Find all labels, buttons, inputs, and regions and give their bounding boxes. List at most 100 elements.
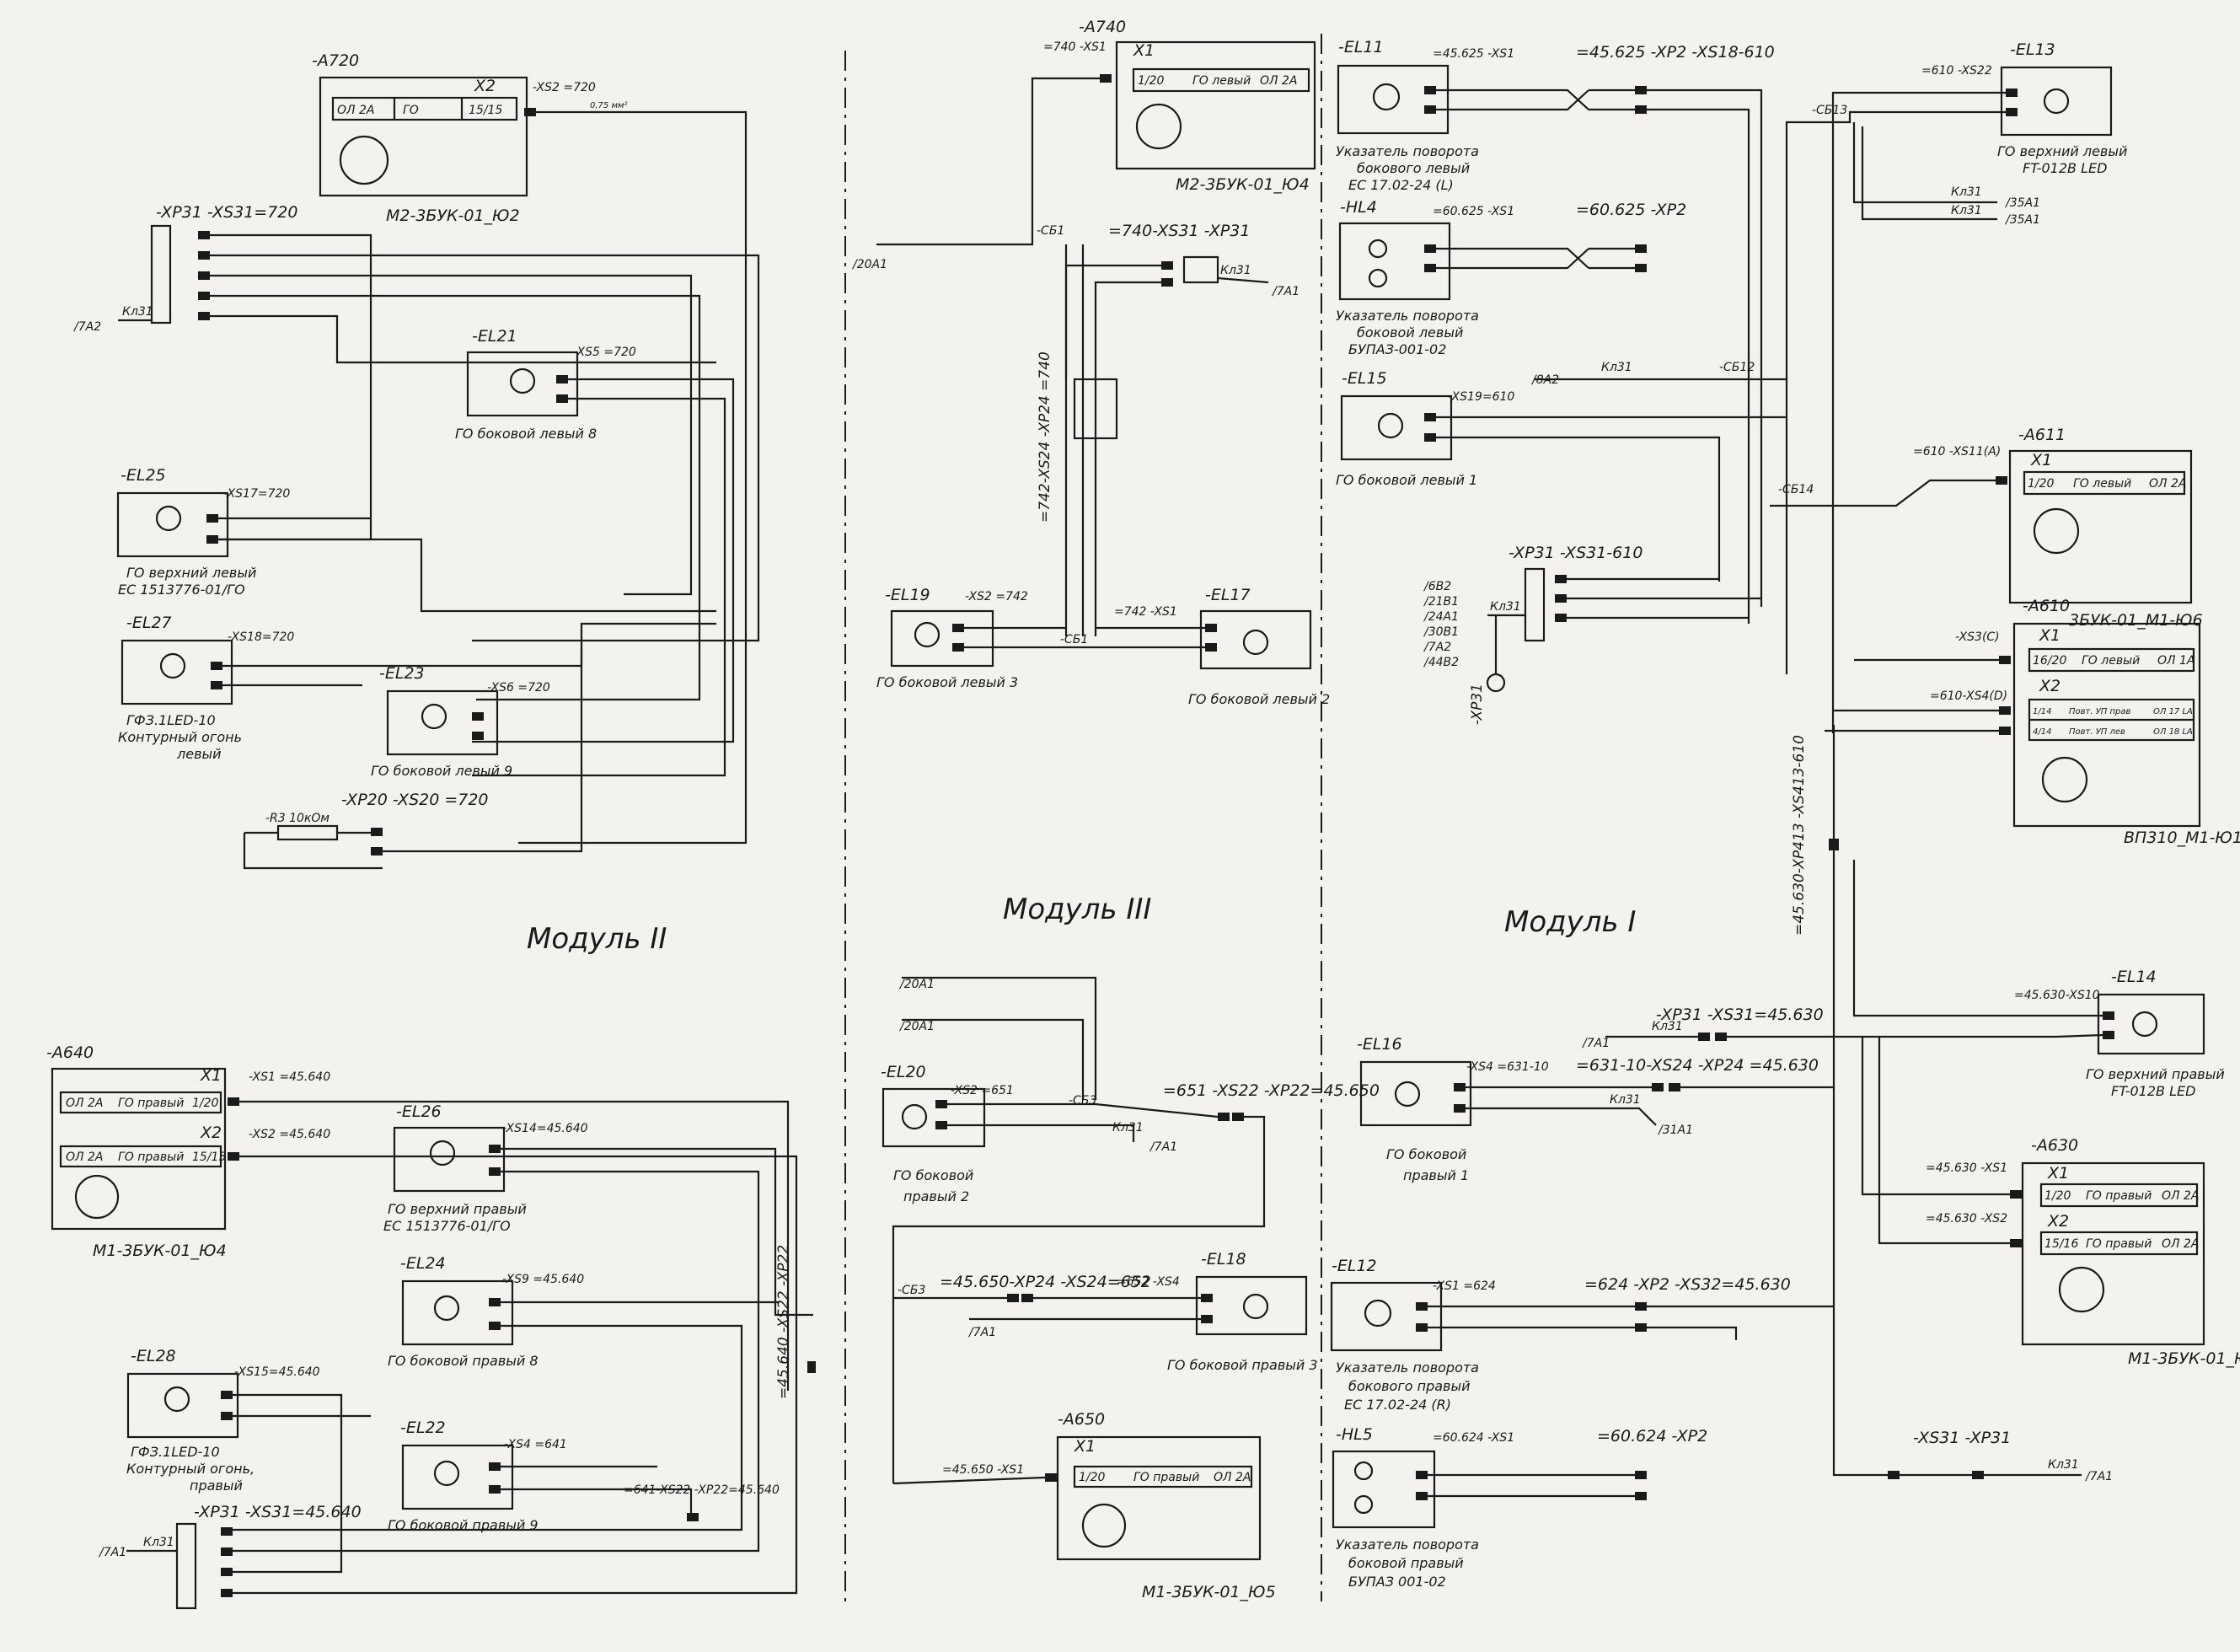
wire-label: 0,75 мм² — [590, 101, 628, 110]
connector-xp31-m2: -XP31 -XS31=720 Кл31 /7A2 — [72, 203, 298, 334]
lamp-el19: -EL19 -XS2 =742 ГО боковой левый 3 — [876, 586, 1028, 690]
lamp-caption: бокового левый — [1357, 160, 1470, 176]
unit-name: -A610 — [2023, 597, 2070, 615]
field: OЛ 2A — [337, 104, 374, 117]
conn-label: -CБ14 — [1778, 483, 1814, 496]
field: 1/20 — [192, 1097, 219, 1110]
unit-name: -A640 — [46, 1043, 94, 1062]
field: ГО левый — [1192, 74, 1251, 88]
plug-label: -XS3(C) — [1955, 630, 2000, 644]
lamp-caption: БУПАЗ-001-02 — [1348, 341, 1446, 357]
field: ГО левый — [2082, 654, 2140, 668]
conn-label: =631-10-XS24 -XP24 =45.630 — [1576, 1056, 1819, 1075]
kl31: Кл31 — [122, 305, 153, 319]
unit-model: M2-3БУК-01_Ю4 — [1176, 175, 1310, 194]
plug-label: -XS17=720 — [223, 487, 290, 501]
terminal: /35A1 — [2004, 196, 2040, 210]
kl31: Кл31 — [1652, 1020, 1683, 1033]
plug-label: =610-XS4(D) — [1930, 689, 2007, 703]
conn-label: -CБ13 — [1812, 104, 1847, 117]
plug-label: -XS4 =641 — [504, 1438, 567, 1451]
terminal: /7A1 — [1149, 1140, 1177, 1154]
plug-label: -XS2 =742 — [965, 590, 1028, 603]
lamp-name: -HL4 — [1340, 198, 1377, 217]
connector-xp2-60624: =60.624 -XP2 — [1597, 1427, 1707, 1500]
lamp-el14: -EL14 =45.630-XS10 ГО верхний правый FT-… — [2014, 968, 2225, 1099]
field: 16/20 — [2033, 654, 2066, 668]
lamp-caption: ГО верхний левый — [126, 565, 256, 581]
conn-label: -XS31 -XP31 — [1913, 1429, 2011, 1447]
lamp-name: -EL20 — [881, 1063, 926, 1081]
lamp-caption: ГФЗ.1LED-10 — [131, 1444, 220, 1460]
plug-label: -XS2 =45.640 — [249, 1128, 330, 1141]
lamp-name: -EL16 — [1357, 1035, 1402, 1054]
field: ГО правый — [2086, 1237, 2152, 1251]
lamp-name: -EL15 — [1342, 369, 1387, 388]
kl31: Кл31 — [1490, 600, 1521, 614]
unit-model: 3БУК-01_M1-Ю6 — [2069, 611, 2203, 630]
lamp-el22: -EL22 -XS4 =641 ГО боковой правый 9 — [388, 1419, 567, 1533]
terminal: /7A2 — [72, 320, 101, 334]
plug-label: -XS19=610 — [1448, 390, 1514, 404]
unit-name: -A740 — [1079, 18, 1126, 36]
lamp-caption: ГО боковой — [1386, 1146, 1466, 1162]
lamp-caption: Указатель поворота — [1336, 143, 1479, 159]
plug-label: -XS2 =651 — [951, 1084, 1014, 1097]
field: 4/14 — [2033, 727, 2051, 737]
lamp-el12: -EL12 -XS1 =624 Указатель поворота боков… — [1330, 1257, 1496, 1413]
plug-label: -XS1 =45.640 — [249, 1070, 330, 1084]
lamp-name: -EL27 — [126, 614, 172, 632]
lamp-caption: ГО боковой — [893, 1167, 973, 1183]
connector-xs24-652: =45.650-XP24 -XS24=652 — [940, 1273, 1151, 1302]
terminal: /6B2 — [1423, 580, 1451, 593]
conn-label: =45.650-XP24 -XS24=652 — [940, 1273, 1151, 1291]
conn-label: X1 — [200, 1066, 222, 1085]
connector-xp2-60625: =60.625 -XP2 — [1576, 201, 1686, 272]
field: OЛ 2A — [2162, 1189, 2199, 1203]
conn-label: X2 — [474, 77, 496, 95]
lamp-el20: -EL20 -XS2 =651 ГО боковой правый 2 — [881, 1063, 1014, 1204]
unit-a610: -A610 X1 16/20 ГО левый OЛ 1A X2 1/14 По… — [1930, 597, 2240, 847]
lamp-el16: -EL16 -XS4 =631-10 ГО боковой правый 1 — [1357, 1035, 1549, 1183]
lamp-name: -EL28 — [131, 1347, 176, 1365]
field: 15/16 — [2044, 1237, 2078, 1251]
conn-label: X2 — [2039, 677, 2060, 695]
lamp-caption: Указатель поворота — [1336, 1360, 1479, 1376]
lamp-name: -HL5 — [1336, 1425, 1373, 1444]
plug-label: =610 -XS11(A) — [1913, 445, 2001, 459]
kl31: Кл31 — [143, 1536, 174, 1549]
field: 1/14 — [2033, 707, 2051, 716]
lamp-caption: EC 1513776-01/ГО — [118, 582, 245, 598]
field: 15/15 — [469, 104, 502, 117]
conn-label: X1 — [1074, 1437, 1096, 1456]
connector-xs24-630: =631-10-XS24 -XP24 =45.630 — [1576, 1056, 1819, 1092]
plug-label: =60.625 -XS1 — [1433, 205, 1514, 218]
kl31: Кл31 — [2048, 1458, 2079, 1472]
plug-label: =45.630 -XS1 — [1926, 1161, 2007, 1175]
lamp-el13: -EL13 =610 -XS22 ГО верхний левый FT-012… — [1921, 40, 2127, 176]
plug-label: =45.630-XS10 — [2014, 989, 2100, 1002]
lamp-name: -EL12 — [1332, 1257, 1377, 1275]
lamp-el21: -EL21 -XS5 =720 ГО боковой левый 8 — [455, 327, 636, 442]
terminal: /7A1 — [2084, 1470, 2113, 1483]
unit-model: M1-3БУК-01_Ю4 — [93, 1242, 227, 1260]
terminal: /20A1 — [898, 1020, 935, 1033]
unit-model: M2-3БУК-01_Ю2 — [386, 206, 520, 225]
plug-label: -XS9 =45.640 — [502, 1273, 584, 1286]
conn-label: =651 -XS22 -XP22=45.650 — [1163, 1081, 1380, 1100]
plug-label: -XS4 =631-10 — [1466, 1060, 1549, 1074]
field: ГО правый — [1133, 1471, 1199, 1484]
conn-label: =45.625 -XP2 -XS18-610 — [1576, 43, 1775, 62]
unit-model: M1-3БУК-01_Ю3 — [2128, 1349, 2240, 1368]
lamp-caption: ГО верхний правый — [2086, 1066, 2225, 1082]
lamp-caption: правый 2 — [903, 1188, 969, 1204]
lamp-caption: правый — [190, 1478, 243, 1494]
lamp-name: -EL25 — [121, 466, 166, 485]
module-title-2: Модуль II — [527, 922, 667, 956]
unit-a740: -A740 X1 1/20 ГО левый OЛ 2A M2-3БУК-01_… — [1043, 18, 1316, 194]
lamp-caption: боковой левый — [1357, 324, 1463, 341]
plug-label: -XS5 =720 — [573, 346, 636, 359]
lamp-hl4: -HL4 =60.625 -XS1 Указатель поворота бок… — [1336, 198, 1514, 357]
lamp-caption: ГО верхний правый — [388, 1201, 527, 1217]
